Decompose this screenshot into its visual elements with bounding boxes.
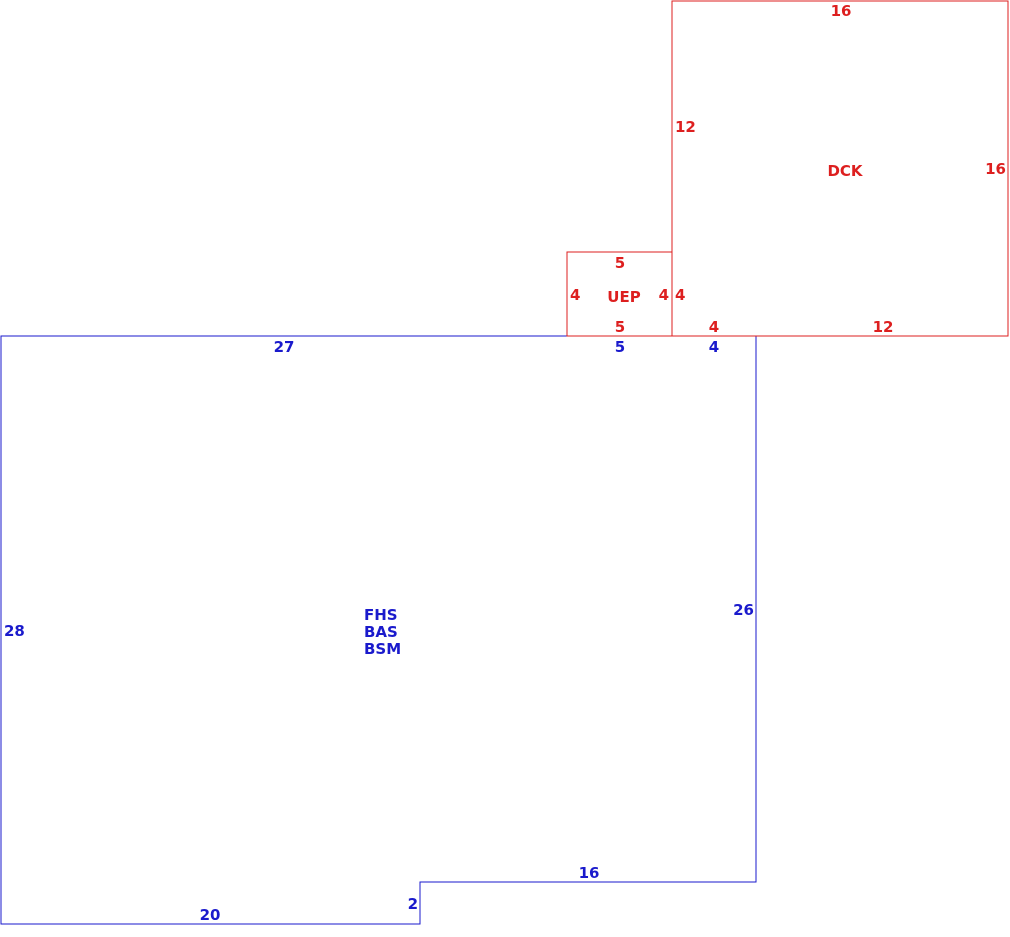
main-dim-left: 28 — [4, 622, 25, 640]
main-dim-bottom-right: 16 — [579, 864, 600, 882]
dck-dim-inner-left: 4 — [675, 286, 685, 304]
uep-dim-right: 4 — [659, 286, 669, 304]
dck-outline — [671, 0, 1009, 337]
uep-label: UEP — [607, 288, 640, 306]
dck-label: DCK — [827, 162, 863, 180]
dck-dim-bottom-left: 4 — [709, 318, 719, 336]
uep-dim-bottom: 5 — [615, 318, 625, 336]
uep-dim-left: 4 — [570, 286, 580, 304]
main-area-label-2: BAS — [364, 623, 398, 641]
main-area-label-1: FHS — [364, 606, 398, 624]
main-area-label-3: BSM — [364, 640, 401, 658]
main-dim-top-mid: 5 — [615, 338, 625, 356]
main-dim-step: 2 — [408, 895, 418, 913]
dck-dim-bottom-right: 12 — [873, 318, 894, 336]
main-dim-top-left: 27 — [274, 338, 295, 356]
dck-dim-top: 16 — [831, 2, 852, 20]
main-dim-right: 26 — [733, 601, 754, 619]
main-dim-bottom-left: 20 — [200, 906, 221, 924]
dck-dim-left: 12 — [675, 118, 696, 136]
dck-dim-right: 16 — [985, 160, 1006, 178]
main-dim-top-right: 4 — [709, 338, 719, 356]
uep-dim-top: 5 — [615, 254, 625, 272]
